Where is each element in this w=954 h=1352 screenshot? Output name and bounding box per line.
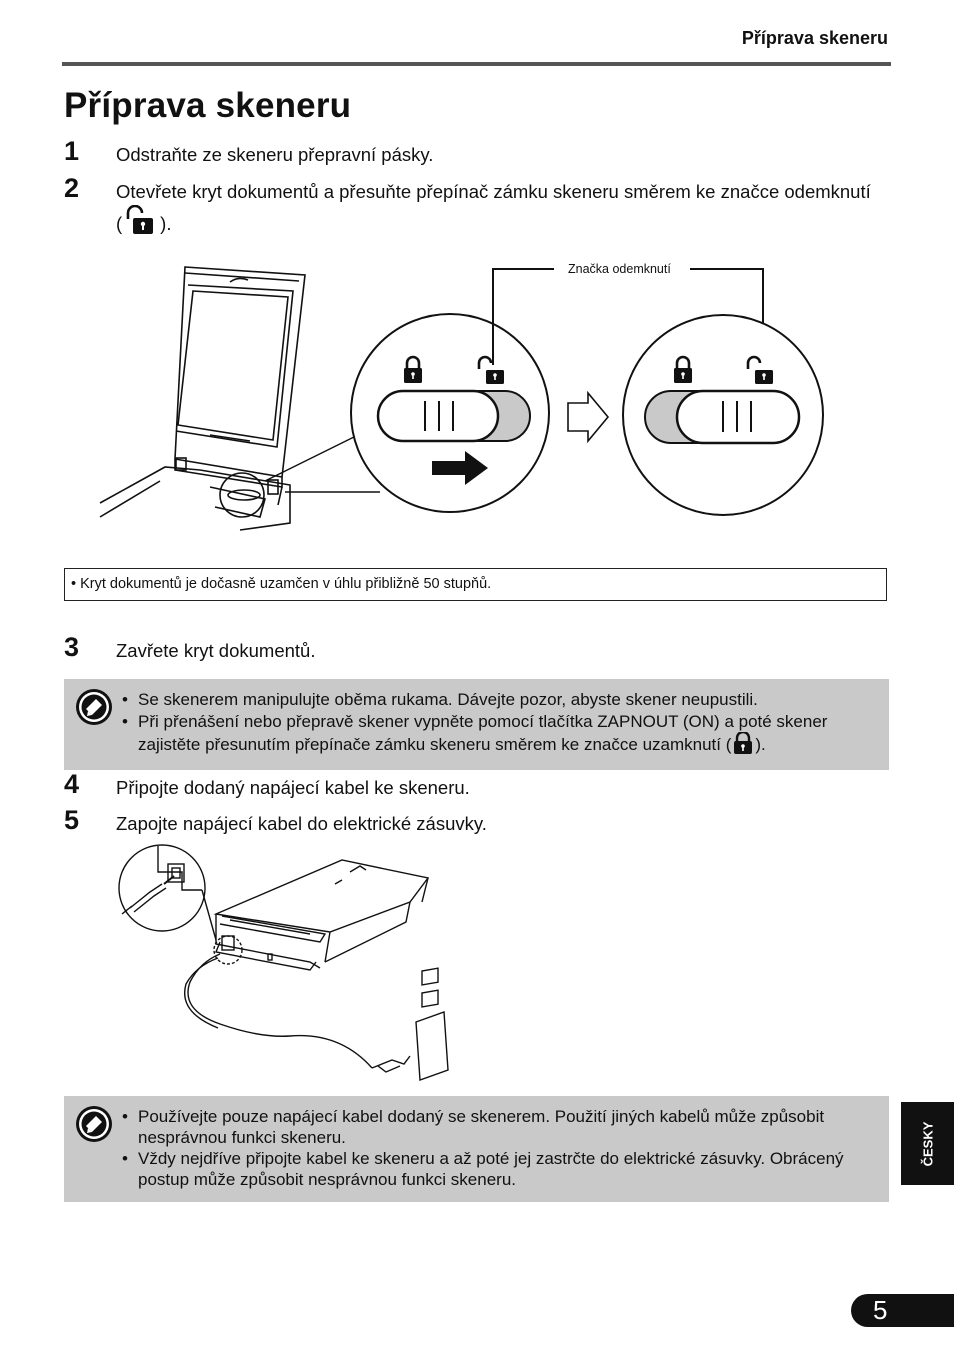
step-text-after: ). bbox=[160, 213, 172, 234]
lock-icon bbox=[404, 355, 422, 383]
caution-item: Vždy nejdříve připojte kabel ke skeneru … bbox=[122, 1148, 882, 1190]
step-number: 4 bbox=[64, 769, 80, 799]
callout-label: Značka odemknutí bbox=[568, 262, 671, 276]
step-text-before: Otevřete kryt dokumentů a přesuňte přepí… bbox=[116, 181, 871, 234]
unlock-icon bbox=[124, 204, 158, 242]
step-text: Zavřete kryt dokumentů. bbox=[116, 640, 316, 661]
caution-box: Se skenerem manipulujte oběma rukama. Dá… bbox=[64, 679, 889, 770]
step-number: 5 bbox=[64, 805, 80, 835]
caution-item: Používejte pouze napájecí kabel dodaný s… bbox=[122, 1106, 882, 1148]
note-box: • Kryt dokumentů je dočasně uzamčen v úh… bbox=[64, 568, 887, 601]
lock-icon bbox=[674, 355, 692, 383]
step-text: Odstraňte ze skeneru přepravní pásky. bbox=[116, 144, 434, 165]
step-text: Zapojte napájecí kabel do elektrické zás… bbox=[116, 813, 487, 834]
note-text: • Kryt dokumentů je dočasně uzamčen v úh… bbox=[71, 576, 492, 592]
caution-item: Při přenášení nebo přepravě skener vypně… bbox=[122, 711, 882, 759]
caution-item: Se skenerem manipulujte oběma rukama. Dá… bbox=[122, 689, 882, 710]
step-number: 2 bbox=[64, 173, 80, 203]
step-number: 3 bbox=[64, 632, 80, 662]
caution-icon bbox=[74, 1104, 114, 1149]
scanner-lock-figure: Značka odemknutí bbox=[99, 262, 824, 531]
unlock-icon bbox=[477, 355, 504, 384]
step-text: Otevřete kryt dokumentů a přesuňte přepí… bbox=[116, 179, 876, 242]
step-text: Připojte dodaný napájecí kabel ke skener… bbox=[116, 777, 470, 798]
page-title: Příprava skeneru bbox=[64, 86, 352, 125]
unlock-icon bbox=[746, 355, 773, 384]
lock-icon bbox=[733, 730, 753, 759]
page-number: 5 bbox=[851, 1294, 954, 1327]
caution-box: Používejte pouze napájecí kabel dodaný s… bbox=[64, 1096, 889, 1202]
language-tab: ČESKY bbox=[901, 1102, 954, 1185]
running-head: Příprava skeneru bbox=[741, 28, 888, 48]
power-cable-figure bbox=[118, 844, 449, 1081]
step-number: 1 bbox=[64, 136, 80, 166]
caution-icon bbox=[74, 687, 114, 732]
header-rule bbox=[62, 62, 891, 66]
